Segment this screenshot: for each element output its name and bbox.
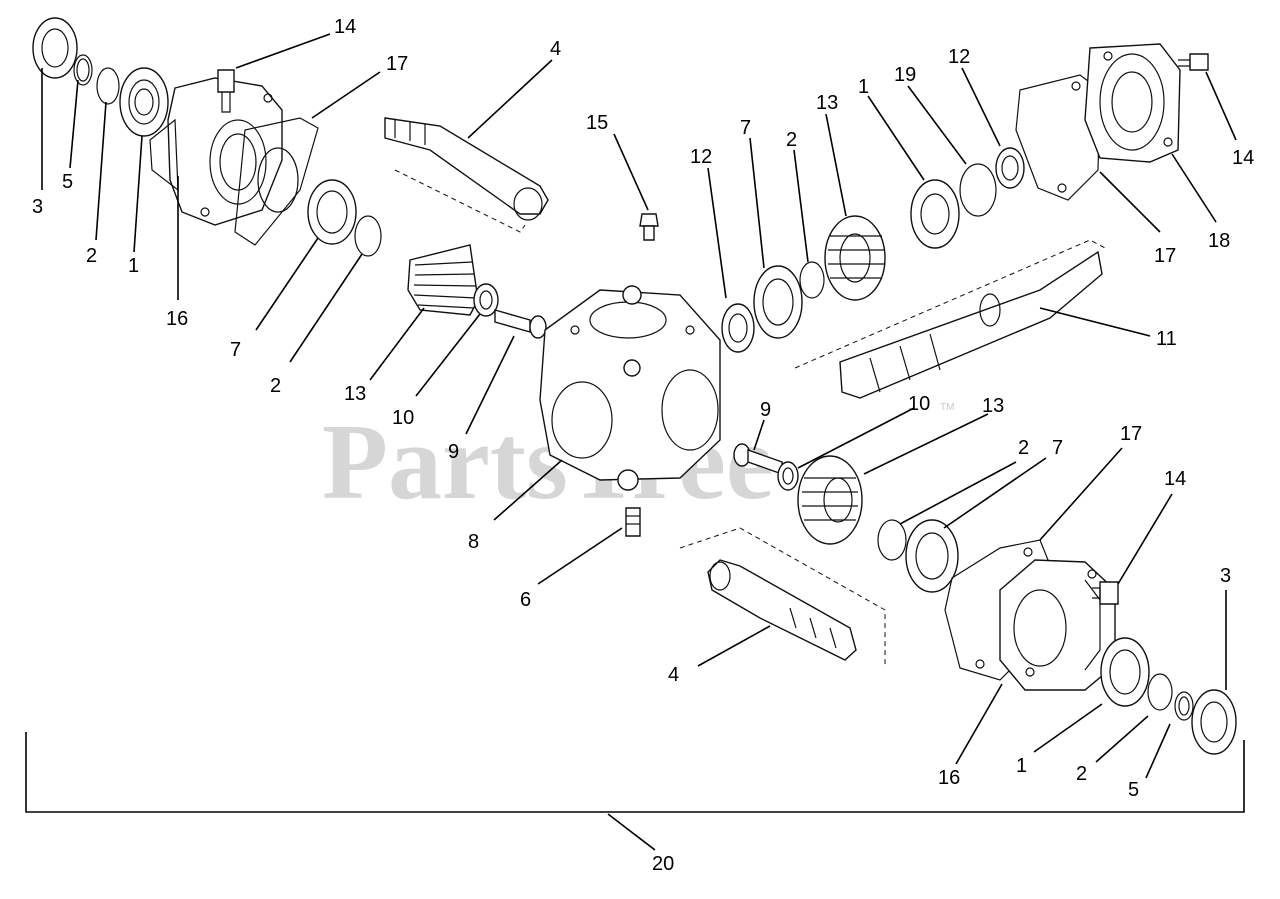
left-bevel-gear	[407, 244, 479, 316]
upper-left-shim-2	[354, 215, 382, 257]
callout-20-assembly: 20	[652, 853, 674, 875]
callout-5-lower-right: 5	[1128, 779, 1139, 801]
callout-7-upper-left: 7	[230, 339, 241, 361]
upper-left-oil-seal	[32, 17, 78, 79]
callout-3-lower-right: 3	[1220, 565, 1231, 587]
lower-right-washer-10	[777, 461, 799, 491]
callout-4-upper: 4	[550, 38, 561, 60]
upper-right-tapered-bearing	[753, 265, 803, 339]
callout-7-lower-right: 7	[1052, 437, 1063, 459]
lower-right-oil-seal	[1191, 689, 1237, 755]
callout-17-lower-right: 17	[1120, 423, 1142, 445]
watermark-trademark: TM	[940, 402, 954, 413]
upper-right-bearing-1	[910, 179, 960, 249]
lower-right-bearing-housing	[999, 559, 1116, 691]
upper-right-cover	[1084, 43, 1181, 163]
callout-13-left: 13	[344, 383, 366, 405]
callout-10-right: 10	[908, 393, 930, 415]
callout-13-upper-mid: 13	[816, 92, 838, 114]
callout-8-housing: 8	[468, 531, 479, 553]
lower-right-snap-ring-5	[1174, 691, 1194, 721]
upper-left-bearing	[119, 67, 169, 137]
upper-left-bolt	[217, 69, 235, 113]
upper-left-shim	[96, 67, 120, 105]
callout-12-upper-mid: 12	[690, 146, 712, 168]
callout-17-upper-left: 17	[386, 53, 408, 75]
callout-16-upper-left: 16	[166, 308, 188, 330]
callout-2-lower-right: 2	[1018, 437, 1029, 459]
callout-4-lower: 4	[668, 664, 679, 686]
callout-1-upper-right: 1	[858, 76, 869, 98]
lower-right-bolt-14	[1092, 581, 1119, 605]
upper-right-bevel-gear	[824, 215, 886, 301]
upper-right-shim-12	[721, 303, 755, 353]
callout-1-lower-right: 1	[1016, 755, 1027, 777]
callout-15-breather: 15	[586, 112, 608, 134]
output-shaft	[794, 239, 1106, 399]
lower-right-bevel-gear	[797, 455, 863, 545]
callout-labels: 3 5 2 1 16 14 17 7 2 4 13 10 9 8 15 6 12…	[32, 16, 1254, 875]
upper-left-retaining-ring	[73, 54, 93, 86]
callout-1-upper-left: 1	[128, 255, 139, 277]
lower-right-bearing-1	[1100, 637, 1150, 707]
callout-2-lower-right-b: 2	[1076, 763, 1087, 785]
callout-12-upper-right: 12	[948, 46, 970, 68]
callout-11-output-shaft: 11	[1156, 328, 1177, 350]
upper-left-bearing-housing	[149, 77, 283, 226]
upper-left-tapered-bearing	[307, 179, 357, 245]
lower-right-tapered-bearing	[905, 519, 959, 593]
assembly-bracket	[25, 732, 1245, 851]
callout-18-cover: 18	[1208, 230, 1230, 252]
callout-5-upper-left: 5	[62, 171, 73, 193]
upper-right-gasket	[1015, 74, 1101, 201]
callout-14-lower-right: 14	[1164, 468, 1186, 490]
callout-2-upper-left: 2	[86, 245, 97, 267]
upper-input-shaft	[384, 117, 549, 233]
lower-right-bolt-9	[733, 443, 783, 475]
callout-14-upper-left: 14	[334, 16, 356, 38]
leader-lines	[41, 33, 1237, 779]
callout-9-left: 9	[448, 441, 459, 463]
callout-16-lower-right: 16	[938, 767, 960, 789]
breather-plug	[639, 213, 659, 241]
callout-2-upper-mid: 2	[786, 129, 797, 151]
callout-19-upper-right: 19	[894, 64, 916, 86]
lower-input-shaft	[679, 527, 886, 668]
upper-right-shim-2	[799, 261, 825, 299]
callout-7-upper-mid: 7	[740, 117, 751, 139]
lower-right-shim-2	[877, 519, 907, 561]
callout-13-right: 13	[982, 395, 1004, 417]
left-gear-bolt	[494, 309, 547, 339]
callout-3-upper-left: 3	[32, 196, 43, 218]
drain-plug	[625, 507, 641, 537]
lower-right-shim-2b	[1147, 673, 1173, 711]
callout-9-right: 9	[760, 399, 771, 421]
upper-right-snap-ring-12	[995, 147, 1025, 189]
callout-10-left: 10	[392, 407, 414, 429]
callout-6-drain: 6	[520, 589, 531, 611]
left-gear-washer	[473, 283, 499, 317]
callout-2-upper-left-b: 2	[270, 375, 281, 397]
upper-right-shim-19	[959, 163, 997, 217]
callout-17-upper-right: 17	[1154, 245, 1176, 267]
callout-14-upper-right: 14	[1232, 147, 1254, 169]
upper-right-bolt	[1178, 53, 1209, 71]
gearbox-housing	[539, 285, 721, 491]
upper-left-gasket	[234, 117, 319, 246]
